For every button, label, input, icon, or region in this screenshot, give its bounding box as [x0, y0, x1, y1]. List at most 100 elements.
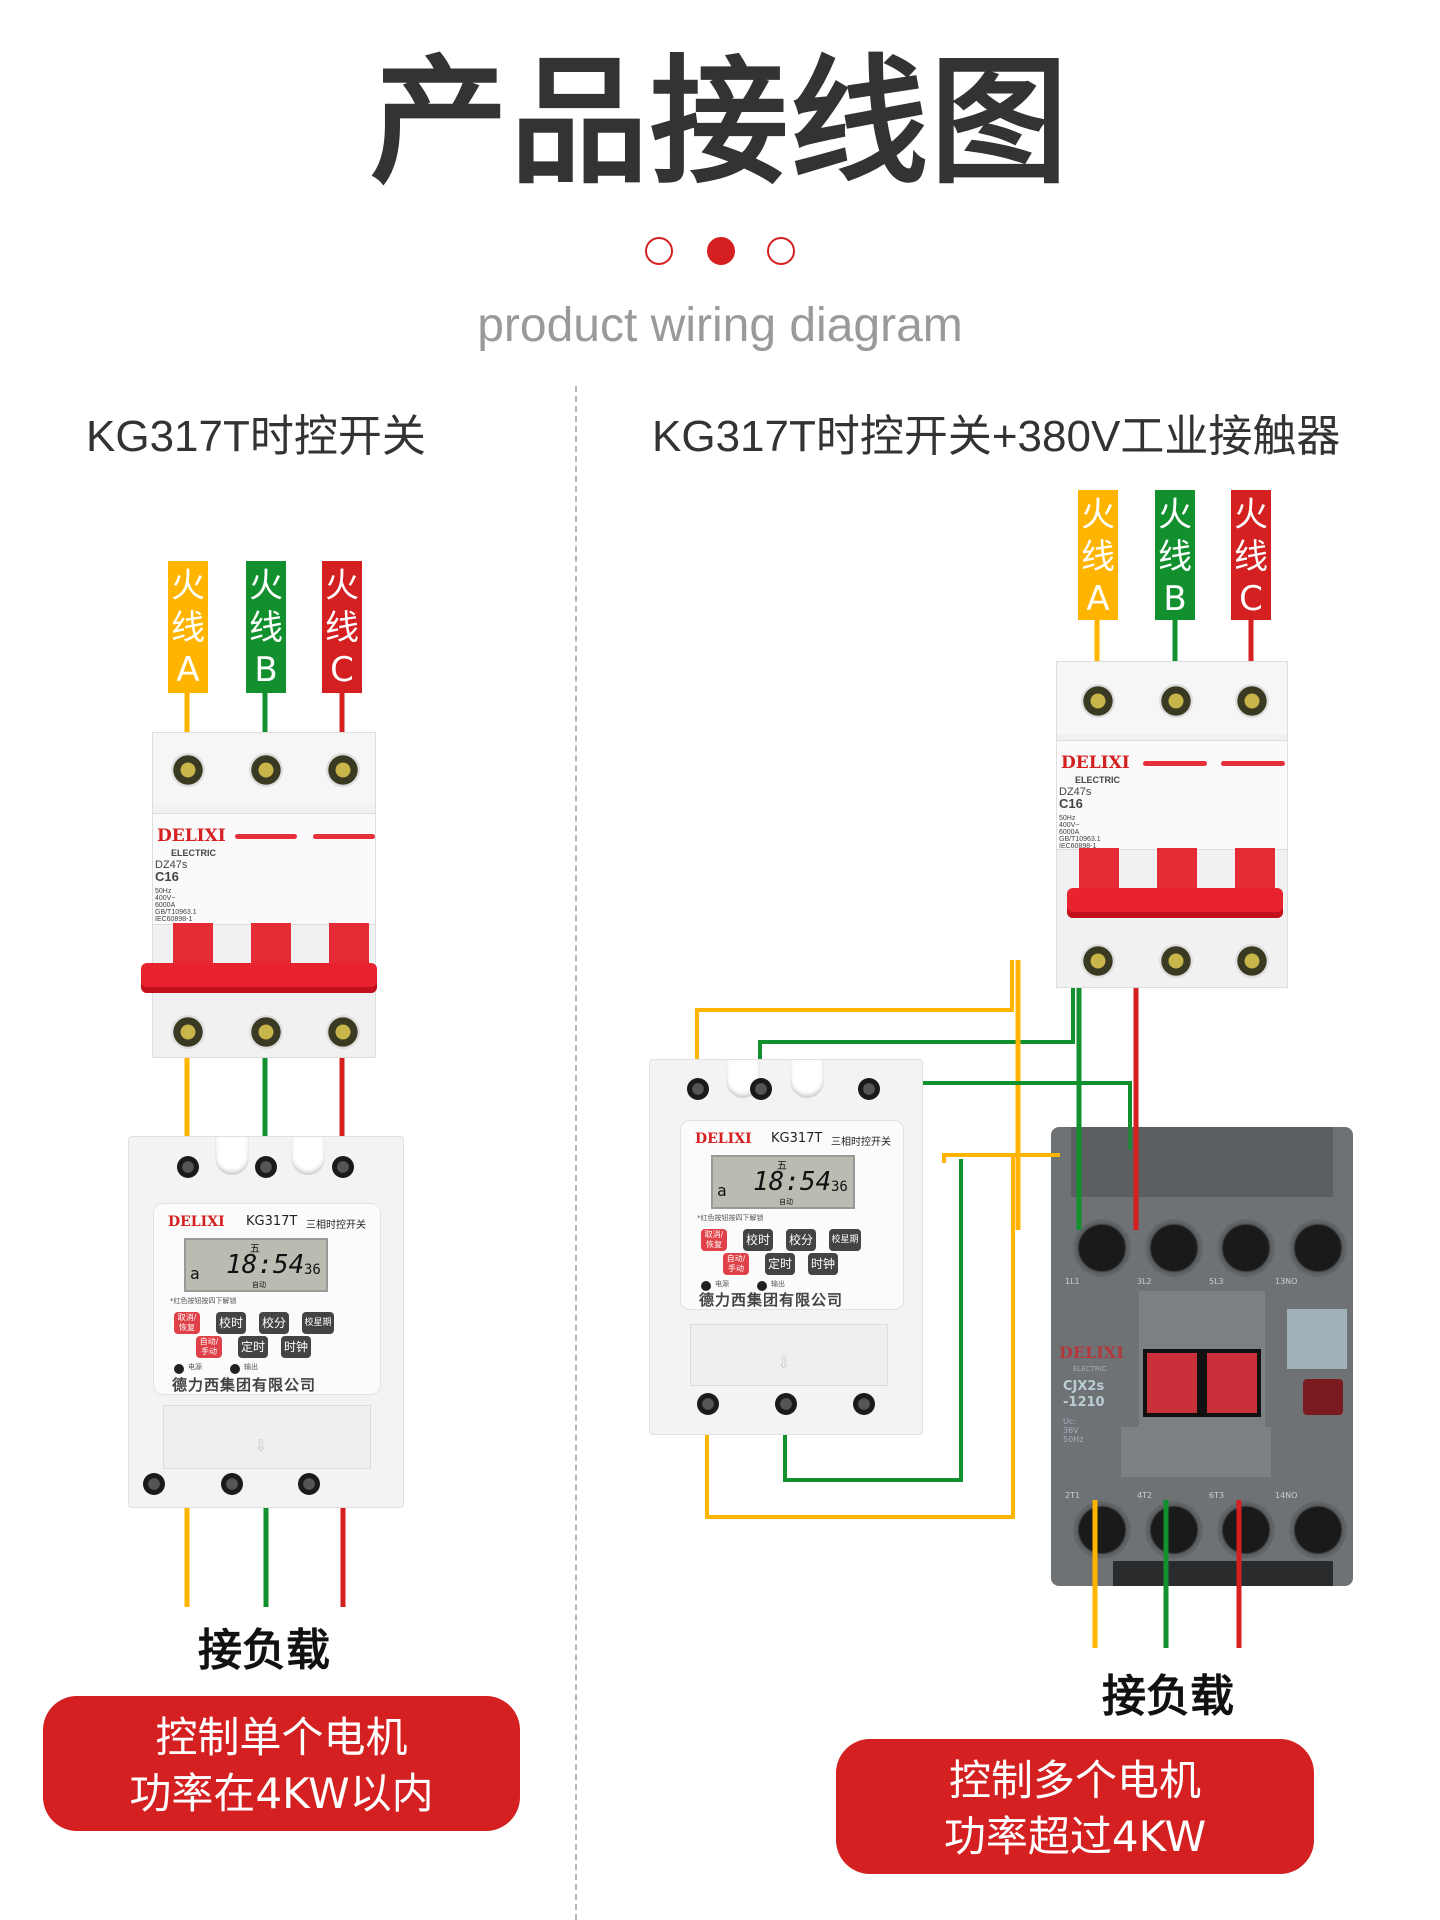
left-tag-phase-b: 火 线 B: [246, 561, 286, 693]
spec: 400V~: [155, 895, 176, 902]
timer-panel: DELIXI KG317T 三相时控开关 五 a 18:54 36 自动 *红色…: [153, 1203, 381, 1395]
led-power-label: 电源: [715, 1280, 729, 1288]
timer-terminal-cover[interactable]: ⇩: [690, 1324, 888, 1386]
btn-set-hour[interactable]: 校时: [743, 1229, 773, 1251]
timer-model-desc: 三相时控开关: [306, 1220, 366, 1231]
btn-set-minute[interactable]: 校分: [259, 1312, 289, 1334]
btn-auto-manual[interactable]: 自动/手动: [723, 1253, 749, 1275]
pager-dot-2-active[interactable]: [707, 237, 735, 265]
tag-phase: C: [1239, 579, 1263, 619]
spec: IEC60898-1: [155, 916, 193, 923]
callout-line-2: 功率超过4KW: [943, 1812, 1207, 1861]
page-subtitle: product wiring diagram: [477, 299, 963, 352]
tag-phase: A: [1086, 579, 1110, 619]
terminal-hole-icon: [1289, 1501, 1347, 1559]
lcd-mode: 自动: [252, 1281, 266, 1289]
terminal-screw-icon: [1081, 944, 1115, 978]
breaker-lever[interactable]: [1079, 848, 1119, 888]
contactor-brand: DELIXI: [1059, 1343, 1124, 1362]
terminal-label: 2T1: [1065, 1491, 1081, 1500]
spec: IEC60898-1: [1059, 843, 1097, 850]
terminal-screw-icon: [221, 1473, 243, 1495]
btn-cancel-restore[interactable]: 取消/恢复: [701, 1229, 727, 1251]
breaker-handle[interactable]: [141, 963, 377, 993]
tag-text: 线: [325, 608, 359, 648]
callout-line-2: 功率在4KW以内: [129, 1769, 434, 1818]
tag-text: 火: [1234, 495, 1268, 535]
breaker-lever[interactable]: [329, 923, 369, 963]
arrow-down-icon: ⇩: [254, 1436, 268, 1455]
btn-clock[interactable]: 时钟: [808, 1253, 838, 1275]
breaker-lever[interactable]: [1157, 848, 1197, 888]
btn-set-minute[interactable]: 校分: [786, 1229, 816, 1251]
coil-spec: 50Hz: [1063, 1435, 1084, 1444]
lcd-seconds: 36: [831, 1179, 848, 1195]
breaker-specs: 50Hz 400V~ 6000A GB/T10963.1 IEC60898-1: [1059, 815, 1101, 850]
terminal-label: 3L2: [1137, 1277, 1152, 1286]
breaker-model: DZ47s: [155, 859, 188, 871]
pager-dot-1[interactable]: [645, 237, 673, 265]
breaker-rating: C16: [155, 869, 179, 884]
timer-model-desc: 三相时控开关: [831, 1137, 891, 1148]
timer-company: 德力西集团有限公司: [699, 1291, 844, 1309]
breaker-brand: DELIXI: [157, 826, 226, 846]
contactor-indicator: [1303, 1379, 1343, 1415]
btn-timer[interactable]: 定时: [238, 1336, 268, 1358]
terminal-screw-icon: [853, 1393, 875, 1415]
pager-dot-3[interactable]: [767, 237, 795, 265]
breaker-lever[interactable]: [1235, 848, 1275, 888]
timer-model: KG317T: [771, 1131, 823, 1146]
contactor-brand-sub: ELECTRIC: [1073, 1365, 1107, 1373]
tag-text: 火: [1158, 495, 1192, 535]
tag-phase: A: [176, 650, 200, 690]
btn-set-hour[interactable]: 校时: [216, 1312, 246, 1334]
coil-spec: Uc:: [1063, 1417, 1076, 1426]
power-led-icon: [701, 1281, 711, 1291]
terminal-notch: [215, 1137, 249, 1175]
terminal-hole-icon: [1073, 1219, 1131, 1277]
led-output-label: 输出: [244, 1363, 258, 1371]
lcd-time: 18:54: [226, 1250, 305, 1280]
terminal-hole-icon: [1217, 1219, 1275, 1277]
breaker-top-terminals: [153, 733, 375, 805]
breaker-brand-sub: ELECTRIC: [1075, 775, 1120, 785]
btn-set-weekday[interactable]: 校星期: [302, 1312, 334, 1334]
btn-timer[interactable]: 定时: [765, 1253, 795, 1275]
breaker-indicator-bar: [1221, 761, 1285, 766]
tag-text: 火: [325, 566, 359, 606]
terminal-label: 5L3: [1209, 1277, 1224, 1286]
lcd-lock: a: [190, 1264, 200, 1283]
btn-set-weekday[interactable]: 校星期: [829, 1229, 861, 1251]
terminal-screw-icon: [255, 1156, 277, 1178]
btn-auto-manual[interactable]: 自动/手动: [196, 1336, 222, 1358]
qr-code-icon: [1287, 1309, 1347, 1369]
contactor-din-base: [1113, 1561, 1333, 1586]
btn-clock[interactable]: 时钟: [281, 1336, 311, 1358]
terminal-screw-icon: [326, 753, 360, 787]
breaker-lever[interactable]: [173, 923, 213, 963]
timer-lcd: 五 a 18:54 36 自动: [184, 1238, 328, 1292]
breaker-face: DELIXI ELECTRIC DZ47s C16 50Hz 400V~ 600…: [1057, 740, 1287, 850]
arrow-down-icon: ⇩: [777, 1353, 791, 1372]
terminal-label: 4T2: [1137, 1491, 1153, 1500]
callout-line-1: 控制单个电机: [155, 1713, 408, 1762]
timer-panel: DELIXI KG317T 三相时控开关 五 a 18:54 36 自动 *红色…: [680, 1120, 904, 1310]
tag-phase: B: [1163, 579, 1187, 619]
right-wire-a-timer-supply: [695, 960, 1014, 1088]
btn-cancel-restore[interactable]: 取消/恢复: [174, 1312, 200, 1334]
output-led-icon: [757, 1281, 767, 1291]
contactor-red-block: [1147, 1353, 1197, 1413]
terminal-screw-icon: [298, 1473, 320, 1495]
right-wire-b-timer-out: [783, 1159, 963, 1482]
terminal-hole-icon: [1073, 1501, 1131, 1559]
breaker-lever[interactable]: [251, 923, 291, 963]
right-wire-a-coil: [942, 1153, 1006, 1163]
contactor-coil-spec: Uc: 36V 50Hz: [1063, 1417, 1083, 1444]
breaker-indicator-bar: [1143, 761, 1207, 766]
terminal-screw-icon: [171, 1015, 205, 1049]
timer-terminal-cover[interactable]: ⇩: [163, 1405, 371, 1469]
left-timer-switch: DELIXI KG317T 三相时控开关 五 a 18:54 36 自动 *红色…: [128, 1136, 404, 1508]
breaker-handle[interactable]: [1067, 888, 1283, 918]
timer-lcd: 五 a 18:54 36 自动: [711, 1155, 855, 1209]
spec: 6000A: [1059, 829, 1080, 836]
